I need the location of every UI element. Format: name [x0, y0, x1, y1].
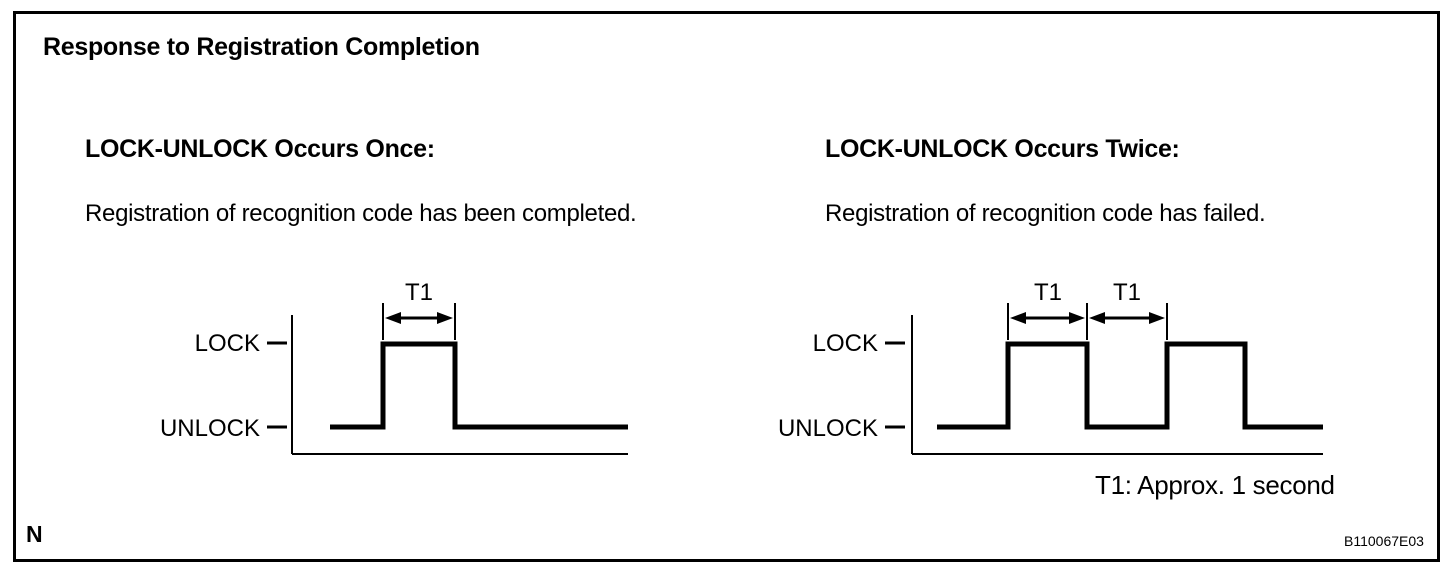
section-once-heading: LOCK-UNLOCK Occurs Once: — [85, 135, 435, 163]
t1-definition-caption: T1: Approx. 1 second — [1095, 470, 1335, 500]
t1-arrow-1-head-left — [1010, 312, 1026, 324]
t1-arrow-head-left — [385, 312, 401, 324]
signal-trace-twice — [937, 341, 1323, 430]
signal-trace-once — [330, 341, 628, 430]
section-once-description: Registration of recognition code has bee… — [85, 200, 637, 227]
t1-interval-label-2: T1 — [1113, 279, 1141, 306]
t1-arrow-2-head-right — [1149, 312, 1165, 324]
lock-level-label: LOCK — [813, 330, 878, 357]
unlock-level-label: UNLOCK — [160, 415, 260, 442]
t1-arrow-2-head-left — [1089, 312, 1105, 324]
section-twice-description: Registration of recognition code has fai… — [825, 200, 1266, 227]
page-title: Response to Registration Completion — [43, 33, 480, 61]
t1-arrow-1-head-right — [1069, 312, 1085, 324]
unlock-level-label: UNLOCK — [778, 415, 878, 442]
t1-interval-label-1: T1 — [1034, 279, 1062, 306]
figure-code: B110067E03 — [1344, 533, 1424, 549]
t1-arrow-head-right — [437, 312, 453, 324]
waveform-twice-diagram: LOCK UNLOCK T1 T1 — [778, 279, 1323, 455]
page-marker: N — [26, 521, 43, 547]
section-twice-heading: LOCK-UNLOCK Occurs Twice: — [825, 135, 1180, 163]
t1-interval-label: T1 — [405, 279, 433, 306]
waveform-once-diagram: LOCK UNLOCK T1 — [160, 279, 628, 455]
figure-border — [13, 11, 1440, 562]
lock-level-label: LOCK — [195, 330, 260, 357]
